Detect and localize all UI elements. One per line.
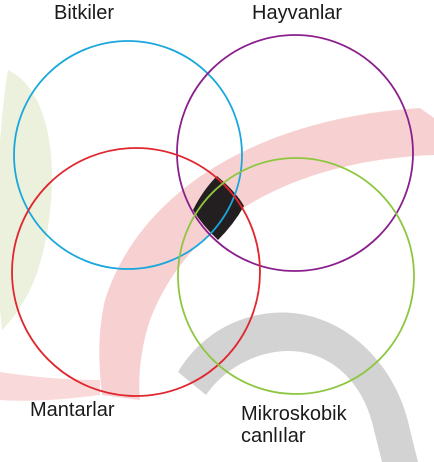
animals-circle xyxy=(176,34,414,272)
plants-circle xyxy=(13,40,243,270)
fungi-label: Mantarlar xyxy=(30,399,115,421)
plants-label: Bitkiler xyxy=(54,2,115,24)
watermark-leaf-shape xyxy=(0,70,52,330)
microbes-label: Mikroskobik canlılar xyxy=(241,403,347,447)
animals-label: Hayvanlar xyxy=(252,2,343,24)
watermark-red-arc xyxy=(99,108,434,400)
fungi-circle xyxy=(11,147,261,397)
microbes-label-line1: Mikroskobik xyxy=(241,403,347,425)
watermark-gray-hook xyxy=(178,312,418,462)
microbes-circle xyxy=(177,157,415,395)
watermark-red-tail xyxy=(0,372,100,401)
microbes-label-line2: canlılar xyxy=(241,425,306,447)
